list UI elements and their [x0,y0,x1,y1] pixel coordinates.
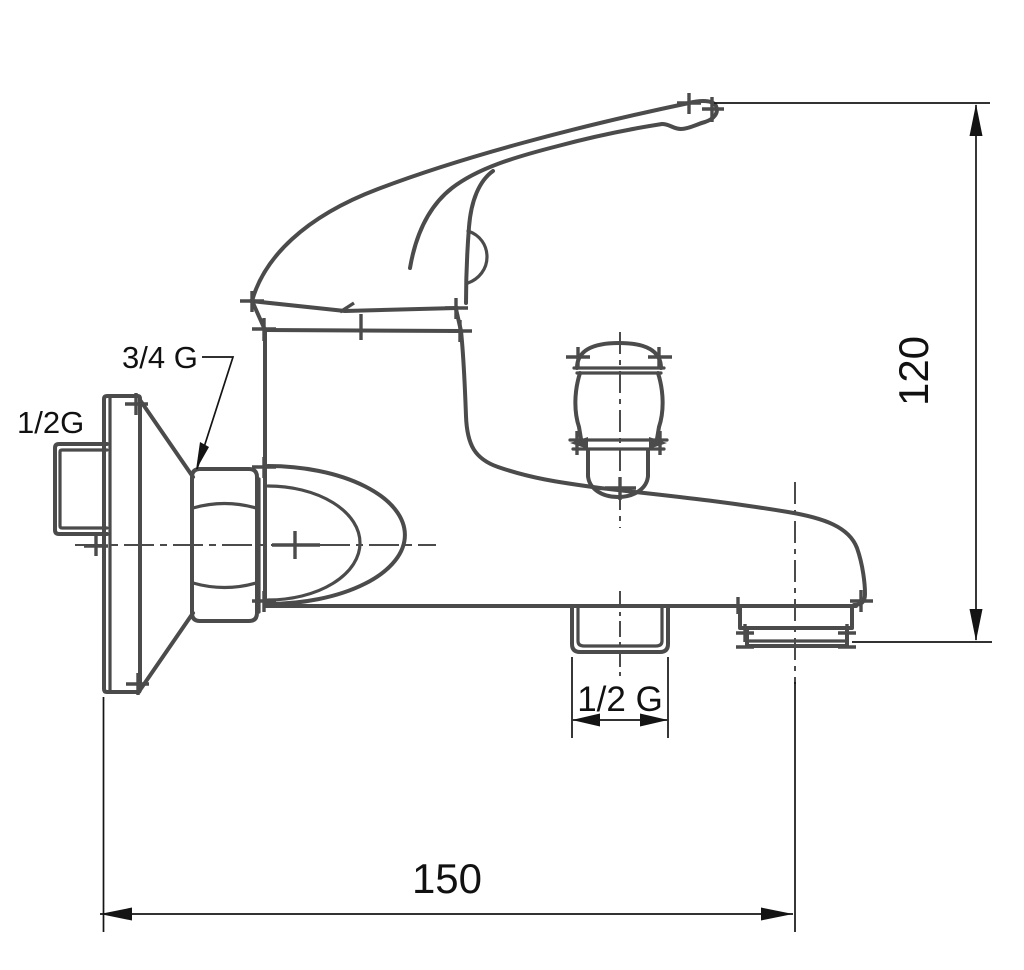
label-wall-connection-thread: 1/2G [17,405,84,440]
reference-tick-marks [84,93,873,695]
dim-text-150: 150 [412,855,482,902]
knob-right-side [655,371,665,441]
tick-spout-right-corner [850,590,873,612]
tick-handle-tip [677,93,701,114]
tick-flange-top [125,393,148,415]
dimension-reach-150: 150 [100,682,796,932]
body-end-inner-arc [266,484,362,602]
handle-screw-cover-bump [466,229,489,285]
dim-text-120: 120 [890,336,937,406]
tick-flange-bottom [126,673,149,695]
faucet-body [263,329,867,608]
nipple-inner-wall [58,448,109,530]
lever-handle [249,99,719,313]
aerator-ring [745,626,849,648]
handle-dome-front-edge [464,169,495,305]
handle-outer-curve [250,101,691,303]
dimension-height-120: 120 [714,102,992,643]
tick-aerator-left [736,624,754,649]
tick-knob-top-left [566,347,590,368]
knob-left-side [573,371,583,441]
handle-dome-bottom-line [249,299,459,313]
body-end-outer-arc [266,464,407,606]
tick-dome-line-break [339,301,355,314]
collar-bottom-line [263,328,463,333]
dimension-shower-outlet: 1/2 G [571,657,669,738]
body-top-and-right-profile [459,329,867,607]
label-wall-connection-group: 1/2G [17,405,84,440]
arrow-half-g-left [572,713,600,727]
tick-collar-left [252,318,276,341]
tick-body-left-lower [252,591,276,612]
tick-aerator-right [838,624,856,649]
leader-line-three-quarter-g [196,356,235,470]
tick-dome-left [240,291,264,312]
arrow-150-left [100,907,132,921]
label-nut-thread: 3/4 G [122,340,198,375]
arrow-120-bottom [969,609,983,641]
knob-stem-base [586,474,650,499]
leader-arrowhead [196,442,209,470]
label-shower-outlet-thread: 1/2 G [577,680,663,719]
tick-knob-top-right [648,347,672,368]
cross-body-center [272,531,320,559]
flange-cone-top [138,398,195,479]
arrow-half-g-right [640,713,668,727]
knob-stem [586,448,650,478]
arrow-120-top [969,104,983,136]
tick-nipple-axis [84,536,108,556]
arrow-150-right [761,907,793,921]
faucet-outline [53,99,867,694]
tick-dome-right [445,298,468,319]
tick-collar-right [448,320,472,342]
cross-diverter-base [605,477,636,500]
knob-ring-arrow-right [649,437,667,449]
nipple-outline [53,442,109,536]
tick-body-left-upper [252,457,276,478]
tick-handle-tip-2 [702,97,724,122]
flange-cone-bottom [138,611,195,692]
wall-pipe-nipple [53,442,109,536]
handle-inner-crease [408,122,664,270]
knob-ring-arrow-left [570,437,588,449]
diverter-knob [568,341,669,499]
leader-nut-thread: 3/4 G [122,340,235,470]
nut-facet-lines [191,501,258,590]
centerlines [75,332,796,684]
